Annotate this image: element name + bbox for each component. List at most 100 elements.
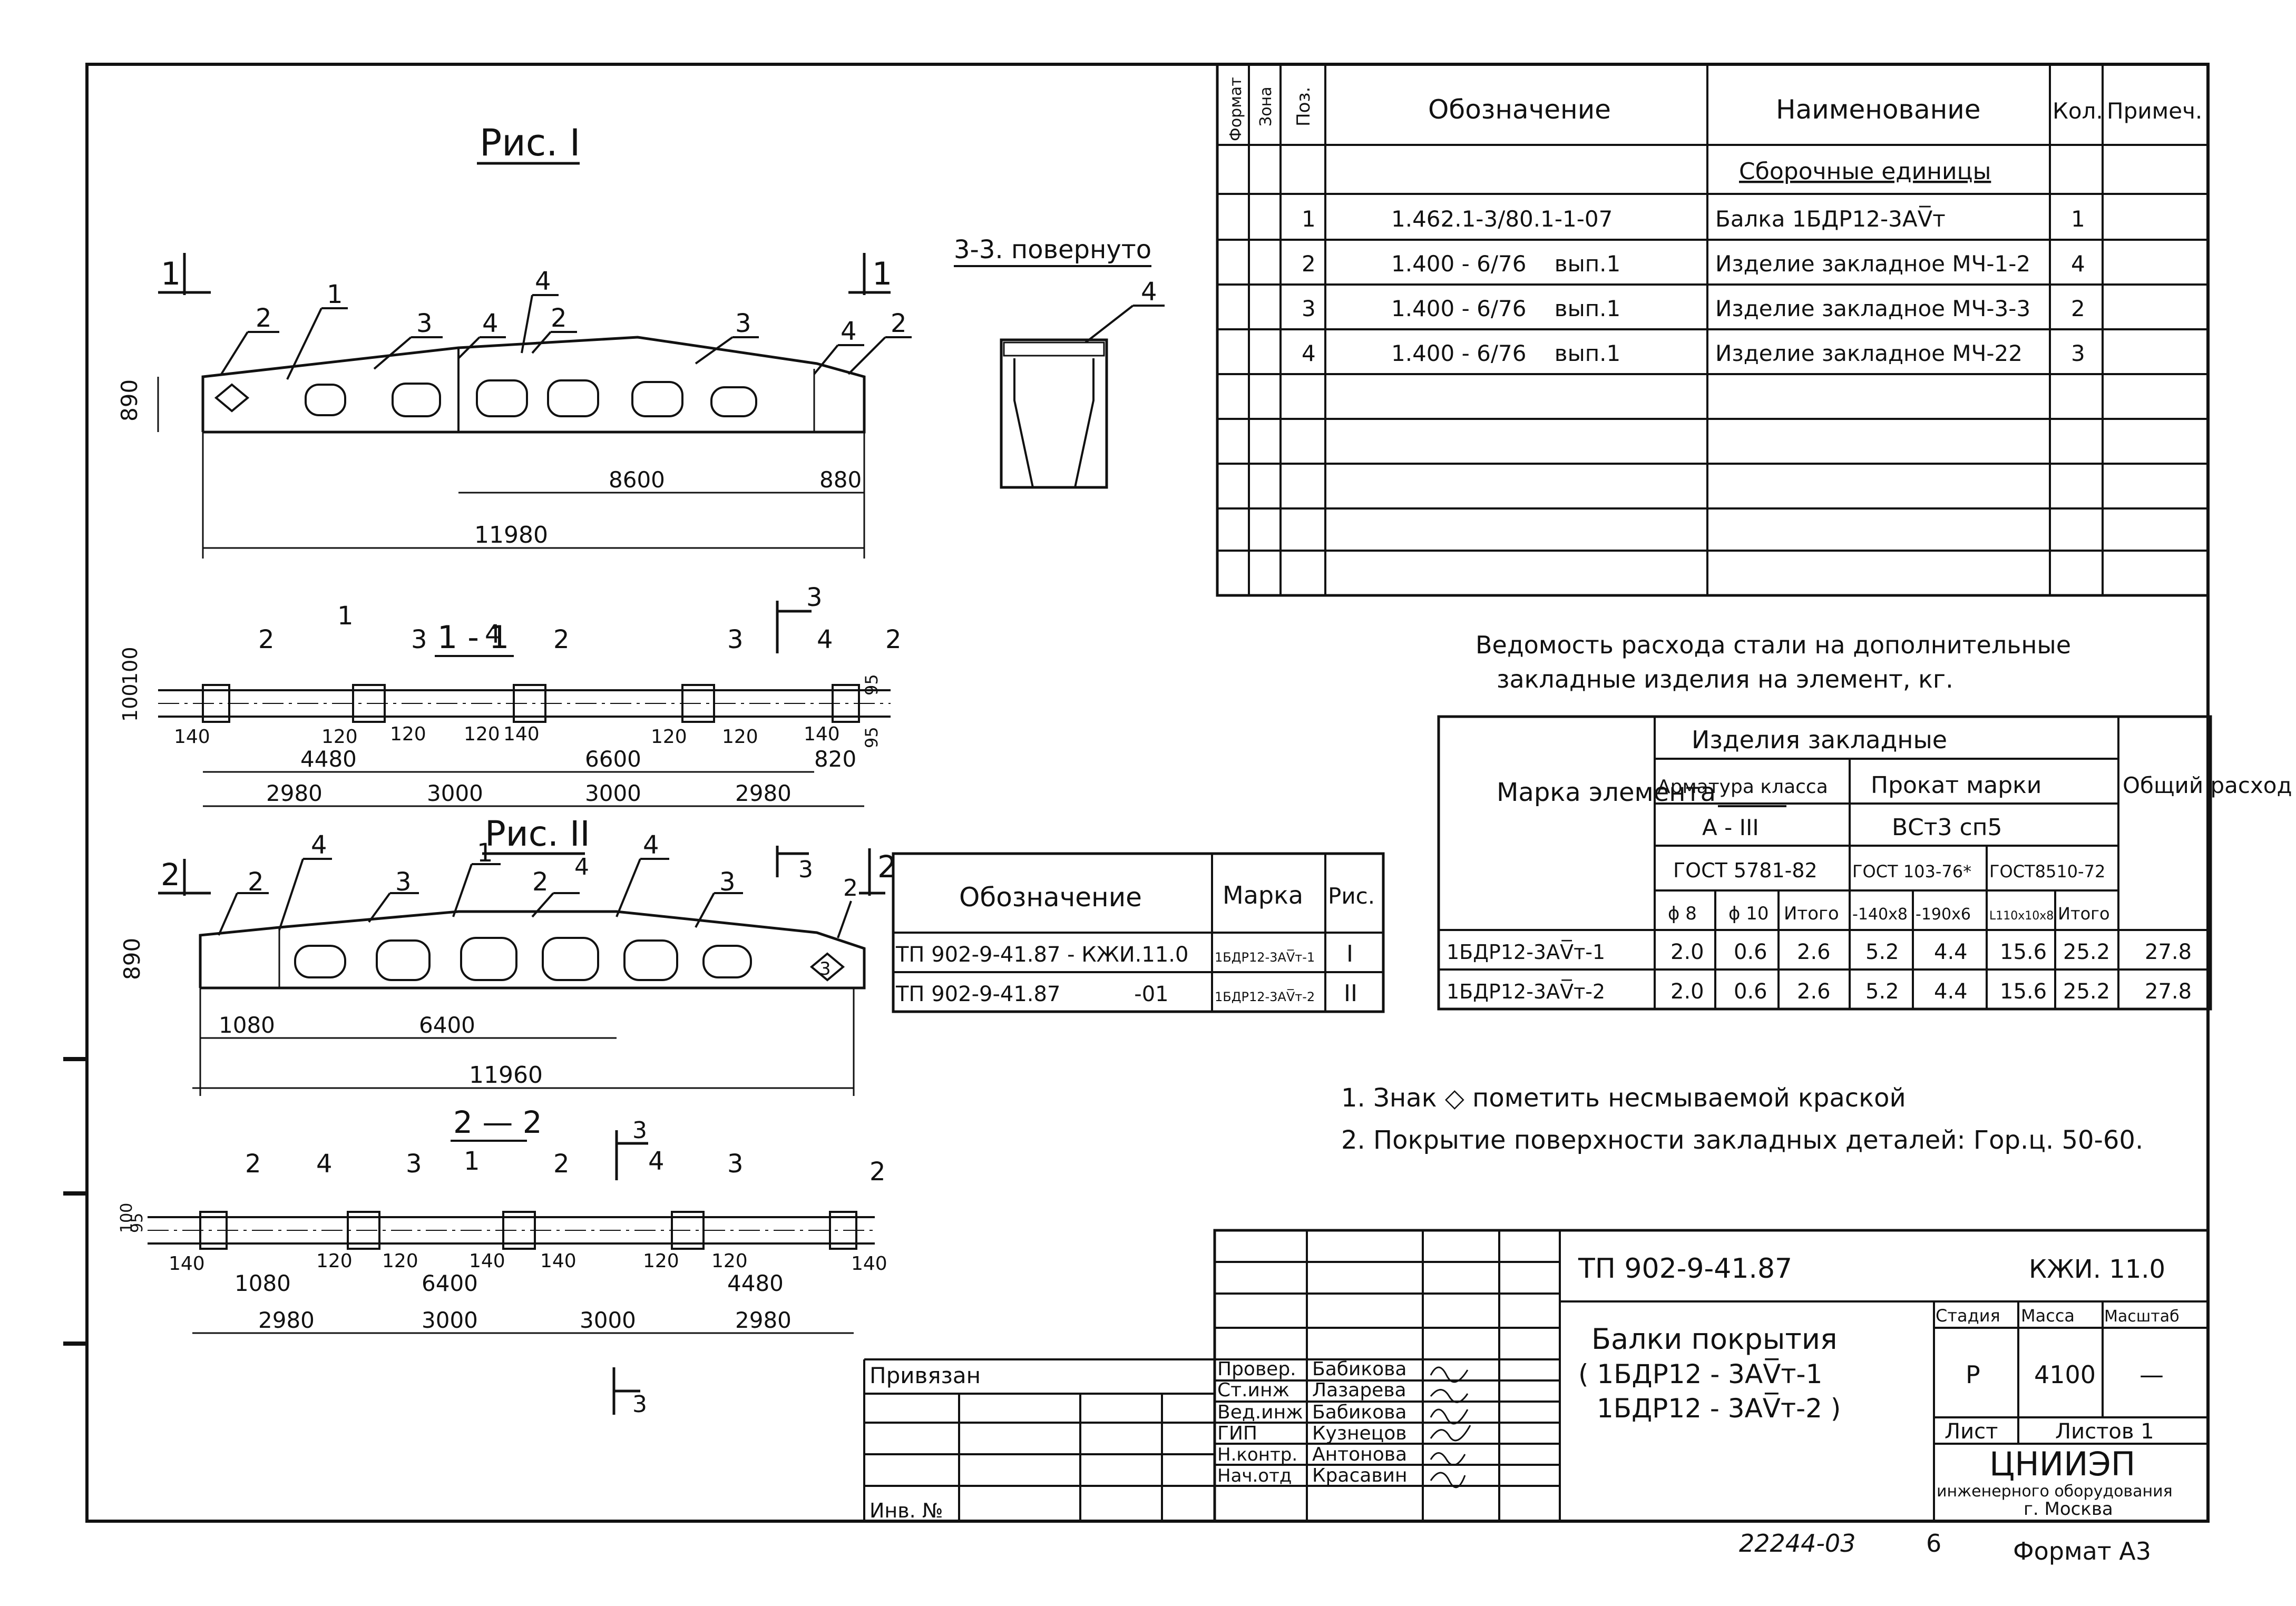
sheet-frame (85, 63, 2210, 1523)
steel-title-2: закладные изделия на элемент, кг. (1497, 665, 1953, 693)
drawing-label: 3 (727, 1149, 744, 1179)
drawing-label: 1БДР12-3АV̅т-2 (1215, 989, 1315, 1004)
drawing-label: 3 (395, 867, 412, 897)
drawing-label: 3 (406, 1149, 422, 1179)
drawing-label: 820 (814, 746, 856, 772)
drawing-label: 6600 (585, 746, 641, 772)
drawing-label: 1080 (219, 1012, 275, 1038)
drawing-label: 4 (1141, 277, 1157, 307)
drawing-label: 2 (258, 625, 275, 654)
section33-title: 3-3. повернуто (954, 235, 1151, 265)
drawing-label: Масштаб (2104, 1307, 2180, 1326)
spec-table: Формат Зона Поз. Обозначение Наименовани… (1216, 63, 2210, 597)
drawing-label: Прокат марки (1871, 772, 2041, 799)
footer-format: Формат А3 (2013, 1537, 2151, 1565)
drawing-label: 3 (735, 309, 751, 338)
note-2: 2. Покрытие поверхности закладных детале… (1341, 1125, 2143, 1155)
drawing-label: 27.8 (2145, 980, 2192, 1004)
drawing-label: инженерного оборудования (1937, 1482, 2173, 1501)
drawing-label: 4 (643, 830, 659, 860)
drawing-label: 95 (128, 1213, 146, 1233)
drawing-label: 2980 (735, 780, 792, 806)
drawing-label: 890 (119, 938, 145, 980)
drawing-label: Лазарева (1312, 1379, 1406, 1401)
drawing-label: Провер. (1217, 1358, 1296, 1380)
spec-row-name: Балка 1БДР12-3АV̅т (1715, 205, 1946, 232)
spec-row-designation: 1.462.1-3/80.1-1-07 (1391, 206, 1613, 232)
drawing-label: 120 (390, 723, 426, 745)
figure-2: Рис. II 2 2 3 3 2 4 3 (119, 814, 897, 1096)
tb-code: ТП 902-9-41.87 (1578, 1253, 1792, 1285)
drawing-label: 4 (841, 317, 857, 346)
drawing-label: 2 (553, 1149, 570, 1179)
drawing-label: 15.6 (2000, 980, 2047, 1004)
drawing-label: L110x10x8 (1989, 909, 2054, 923)
note-1: 1. Знак ◇ пометить несмываемой краской (1341, 1083, 1906, 1113)
drawing-label: — (2139, 1360, 2164, 1389)
section-1-1: 1 - 1 2 1 3 4 2 3 4 2 3 100 100 140 120 … (119, 583, 902, 807)
drawing-label: 1БДР12-3АV̅т-1 (1215, 949, 1315, 965)
drawing-label: 120 (316, 1250, 353, 1272)
drawing-label: 100 (119, 647, 142, 685)
drawing-label: Общий расход (2123, 772, 2292, 798)
drawing-label: 2 (161, 857, 180, 893)
drawing-label: 3000 (585, 780, 641, 806)
drawing-label: Антонова (1312, 1444, 1407, 1465)
drawing-label: 4 (817, 625, 833, 654)
drawing-label: Нач.отд (1217, 1465, 1292, 1486)
drawing-label: 3 (798, 856, 813, 883)
fig1-title: Рис. I (480, 121, 580, 164)
drawing-label: 2.0 (1670, 940, 1704, 964)
drawing-label: 4 (311, 830, 327, 860)
drawing-label: Кузнецов (1312, 1423, 1406, 1444)
tb-privyazan: Привязан (869, 1363, 981, 1388)
drawing-label: Примеч. (2107, 98, 2202, 124)
drawing-label: ϕ 10 (1728, 903, 1769, 924)
drawing-label: 2980 (258, 1307, 315, 1333)
drawing-label: 3000 (422, 1307, 478, 1333)
drawing-label: 6400 (419, 1012, 475, 1038)
drawing-label: Листов 1 (2055, 1419, 2154, 1444)
drawing-label: 140 (540, 1250, 577, 1272)
drawing-label: 2980 (735, 1307, 792, 1333)
drawing-label: Итого (2058, 904, 2110, 924)
drawing-label: 3000 (427, 780, 483, 806)
drawing-label: Стадия (1936, 1306, 2000, 1326)
drawing-label: Вед.инж (1217, 1402, 1303, 1423)
drawing-label: 2.6 (1797, 940, 1831, 964)
drawing-label: 3 (719, 867, 736, 897)
drawing-label: 4 (2071, 251, 2085, 277)
drawing-label: 120 (382, 1250, 418, 1272)
drawing-label: 1 (1302, 206, 1316, 232)
drawing-label: 4 (648, 1147, 665, 1176)
drawing-label: 4.4 (1934, 940, 1968, 964)
drawing-label: 2 (553, 625, 570, 654)
drawing-label: 15.6 (2000, 940, 2047, 964)
drawing-label: 3 (819, 958, 831, 980)
section22-title: 2 — 2 (453, 1104, 542, 1140)
drawing-label: 1.400 - 6/76 вып.1 (1391, 296, 1620, 321)
drawing-label: 2 (843, 875, 858, 902)
drawing-label: 4480 (727, 1270, 784, 1296)
drawing-label: 1.400 - 6/76 вып.1 (1391, 340, 1620, 366)
drawing-label: 2980 (266, 780, 323, 806)
drawing-label: 140 (174, 726, 210, 748)
drawing-label: Марка (1223, 881, 1303, 909)
drawing-label: 2 (551, 303, 567, 333)
drawing-label: 140 (503, 723, 540, 745)
drawing-label: 5.2 (1865, 940, 1899, 964)
drawing-label: 4 (482, 309, 499, 338)
drawing-label: -190x6 (1916, 905, 1971, 924)
drawing-label: 4 (535, 267, 551, 296)
drawing-label: А - III (1702, 815, 1759, 840)
drawing-label: 120 (722, 726, 758, 748)
drawing-label: Изделие закладное МЧ-22 (1715, 340, 2023, 366)
drawing-label: Р (1966, 1360, 1980, 1389)
drawing-label: Изделие закладное МЧ-1-2 (1715, 251, 2030, 277)
drawing-label: г. Москва (2024, 1499, 2113, 1520)
drawing-label: 1 (477, 838, 493, 868)
drawing-label: Ст.инж (1217, 1379, 1289, 1401)
tb-org: ЦНИИЭП (1989, 1445, 2135, 1483)
steel-col-mark: Марка элемента (1497, 778, 1716, 807)
